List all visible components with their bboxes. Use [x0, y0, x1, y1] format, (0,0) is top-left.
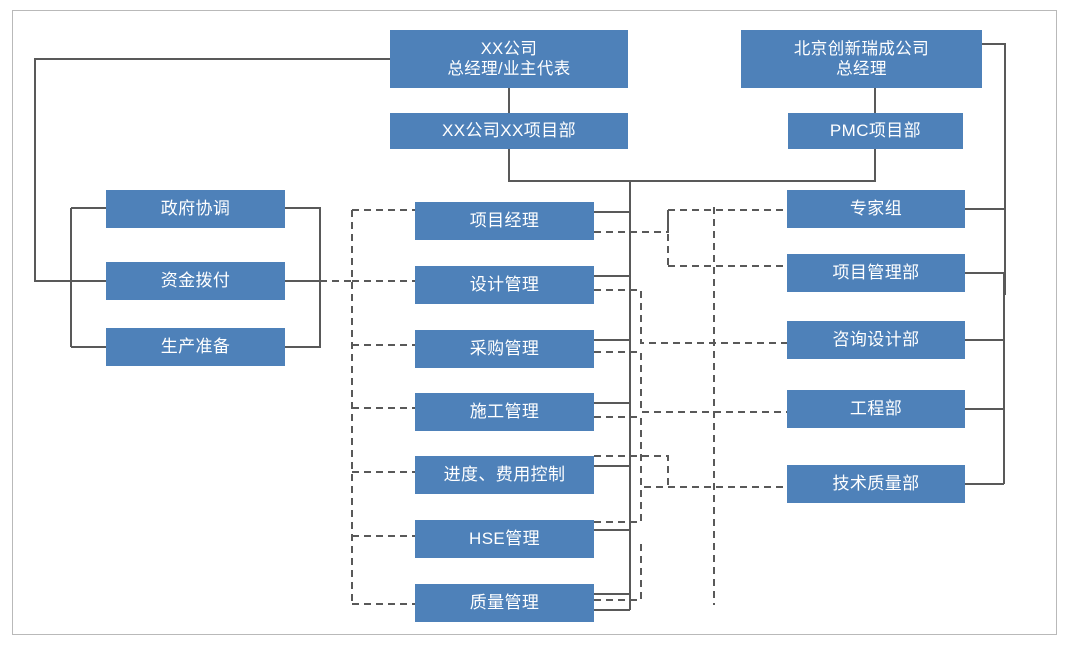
node-consult_d[interactable]: 咨询设计部: [787, 321, 965, 359]
node-tech_qa_d[interactable]: 技术质量部: [787, 465, 965, 503]
node-label-eng_d: 工程部: [849, 398, 903, 418]
node-fund_alloc[interactable]: 资金拨付: [106, 262, 285, 300]
node-design_mgmt[interactable]: 设计管理: [415, 266, 594, 304]
node-label-constr_mgmt: 施工管理: [469, 401, 540, 421]
node-prod_prep[interactable]: 生产准备: [106, 328, 285, 366]
node-procure_mgmt[interactable]: 采购管理: [415, 330, 594, 368]
node-constr_mgmt[interactable]: 施工管理: [415, 393, 594, 431]
node-label-fund_alloc: 资金拨付: [160, 270, 231, 290]
node-label-expert_grp: 专家组: [849, 198, 903, 218]
node-label-pmc_proj: PMC项目部: [829, 120, 922, 140]
node-quality_mgmt[interactable]: 质量管理: [415, 584, 594, 622]
node-label-design_mgmt: 设计管理: [469, 274, 540, 294]
node-label-hse_mgmt: HSE管理: [469, 528, 540, 548]
node-label-owner_proj: XX公司XX项目部: [442, 120, 576, 140]
node-label-prod_prep: 生产准备: [160, 336, 231, 356]
node-label-cost_ctrl: 进度、费用控制: [443, 464, 566, 484]
node-hse_mgmt[interactable]: HSE管理: [415, 520, 594, 558]
node-label-proj_mgmt_d: 项目管理部: [832, 262, 920, 282]
node-label-proj_mgr: 项目经理: [469, 210, 540, 230]
node-eng_d[interactable]: 工程部: [787, 390, 965, 428]
node-label-consult_d: 咨询设计部: [832, 329, 920, 349]
node-label-owner_gm: XX公司 总经理/业主代表: [447, 39, 571, 78]
node-label-procure_mgmt: 采购管理: [469, 338, 540, 358]
node-proj_mgmt_d[interactable]: 项目管理部: [787, 254, 965, 292]
node-owner_proj[interactable]: XX公司XX项目部: [390, 113, 628, 149]
node-proj_mgr[interactable]: 项目经理: [415, 202, 594, 240]
node-label-gov_coord: 政府协调: [160, 198, 231, 218]
node-gov_coord[interactable]: 政府协调: [106, 190, 285, 228]
node-owner_gm[interactable]: XX公司 总经理/业主代表: [390, 30, 628, 88]
node-label-quality_mgmt: 质量管理: [469, 592, 540, 612]
node-pmc_proj[interactable]: PMC项目部: [788, 113, 963, 149]
node-expert_grp[interactable]: 专家组: [787, 190, 965, 228]
node-label-pmc_gm: 北京创新瑞成公司 总经理: [793, 39, 930, 78]
node-cost_ctrl[interactable]: 进度、费用控制: [415, 456, 594, 494]
node-pmc_gm[interactable]: 北京创新瑞成公司 总经理: [741, 30, 982, 88]
node-label-tech_qa_d: 技术质量部: [832, 473, 920, 493]
